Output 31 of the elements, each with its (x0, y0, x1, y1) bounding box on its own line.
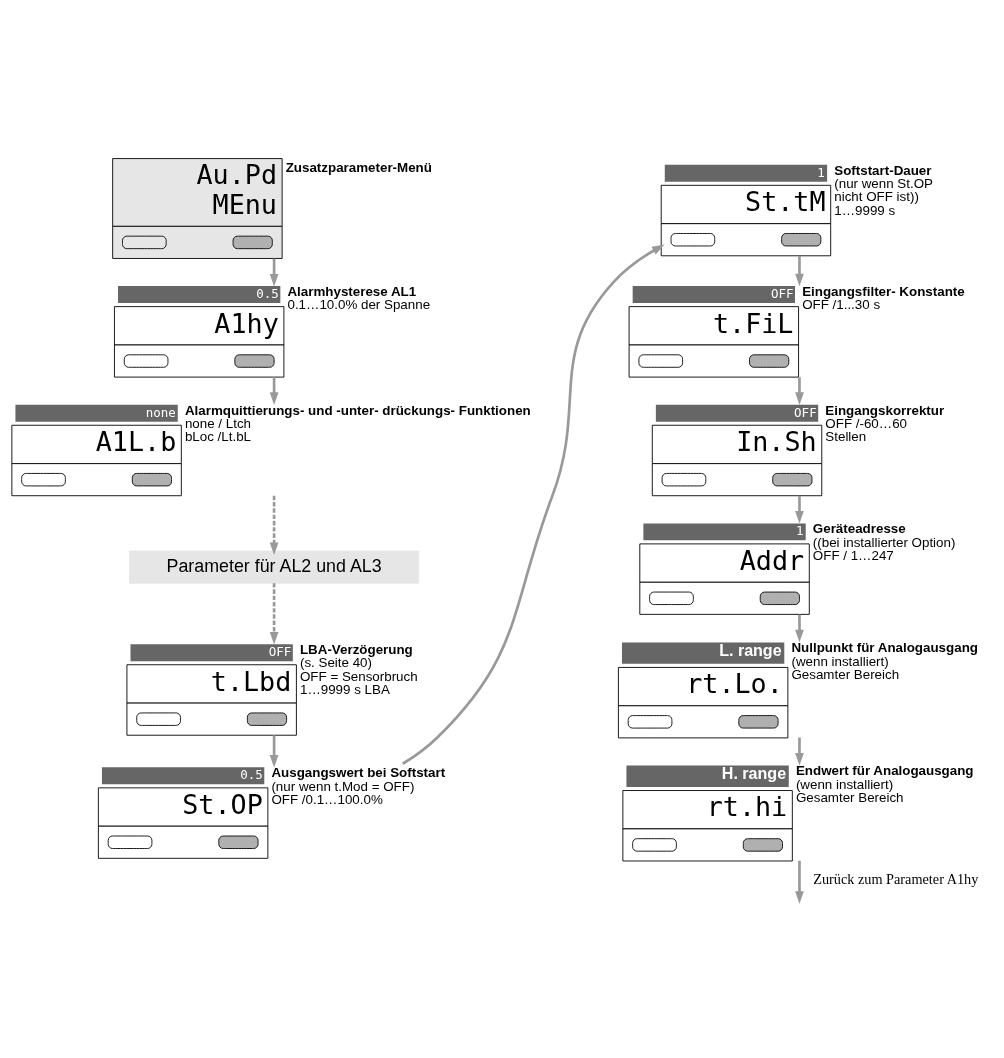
edge-label: Zurück zum Parameter A1hy (813, 870, 979, 887)
node-label: Eingangskorrektur (825, 402, 945, 418)
node-label: Endwert für Analogausgang (795, 762, 974, 778)
node-label: Softstart-Dauer (834, 162, 932, 178)
node-label: Stellen (825, 428, 867, 444)
node-label: (s. Seite 40) (299, 654, 372, 670)
node-label: Eingangsfilter- Konstante (802, 283, 965, 299)
node-label: Zusatzparameter-Menü (285, 159, 432, 175)
arrow (402, 244, 665, 765)
node-label: 1…9999 s (834, 202, 896, 218)
arrow (795, 376, 804, 405)
arrow (269, 582, 279, 644)
node-box: Parameter für AL2 und AL3 (129, 550, 420, 584)
node-label: Alarmhysterese AL1 (287, 283, 417, 299)
arrow (269, 734, 279, 768)
node-label: (wenn installiert) (795, 776, 894, 792)
arrow (795, 255, 804, 286)
node-label: 1…9999 s LBA (299, 681, 390, 697)
node-label: Geräteadresse (812, 520, 906, 536)
node-label: (nur wenn St.OP (834, 175, 934, 191)
arrow (795, 495, 804, 523)
node-label: Alarmquittierungs- und -unter- drückungs- Funktionen (184, 402, 531, 418)
node-label: (wenn installiert) (791, 653, 889, 669)
node-label: LBA-Verzögerung (299, 641, 413, 657)
arrow (795, 614, 804, 642)
node-label: Nullpunkt für Analogausgang (791, 639, 978, 655)
arrow (269, 495, 279, 555)
arrow (795, 737, 804, 766)
node-label: ((bei installierter Option) (812, 534, 956, 550)
node-label: Ausgangswert bei Softstart (271, 764, 446, 780)
node-label: bLoc /Lt.bL (184, 428, 252, 444)
